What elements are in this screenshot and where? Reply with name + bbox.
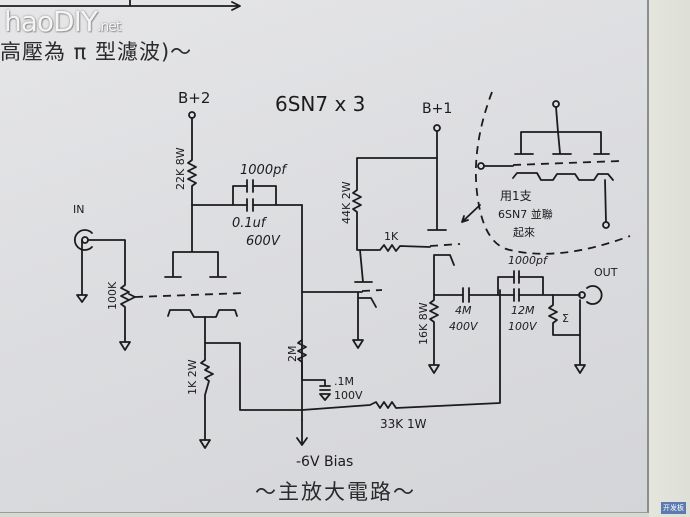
c-12m-label: 12M	[511, 304, 535, 317]
c-1000pf-label-a: 1000pf	[240, 163, 288, 178]
r-100k-pot-label: 100K	[106, 281, 119, 310]
parallel-tube-callout	[461, 91, 631, 255]
c-bias-volt-label: 100V	[334, 389, 363, 402]
r-16k-label: 16K 8W	[417, 302, 430, 345]
c-01uf-label: 0.1uf	[232, 216, 268, 231]
watermark-brand: haoDIY	[4, 5, 98, 38]
r-2m-label: 2M	[286, 346, 299, 363]
background-strip	[649, 0, 690, 517]
header-text: 高壓為 π 型濾波)～	[0, 40, 193, 64]
input-label: IN	[73, 203, 84, 216]
corner-watermark: 开发板	[661, 502, 686, 514]
c-01uf-volt-label: 600V	[246, 234, 281, 249]
coupling-caps-1	[191, 179, 303, 421]
bias-network	[296, 289, 501, 446]
c-4m-volt-label: 400V	[449, 320, 479, 333]
parallel-note-line3: 起來	[513, 226, 535, 239]
c-1000pf-label-b: 1000pf	[508, 254, 549, 267]
r-22k-label: 22K 8W	[174, 147, 187, 190]
tube-1	[134, 204, 303, 449]
output-label[interactable]: OUT	[594, 266, 618, 279]
c-12m-volt-label: 100V	[508, 320, 538, 333]
c-bias-label: .1M	[334, 375, 354, 388]
paper-sheet	[0, 0, 649, 513]
b-plus-2-terminal	[187, 111, 197, 206]
r-33k-label: 33K 1W	[380, 417, 427, 431]
watermark-suffix: .net	[96, 19, 121, 35]
tube-2	[301, 249, 383, 349]
parallel-note-line2: 6SN7 並聯	[498, 207, 553, 221]
tube-note: 6SN7 x 3	[275, 92, 365, 116]
top-remnant-wires	[0, 0, 241, 11]
r-1k-cathode-label: 1K 2W	[186, 359, 199, 395]
parallel-note-line1: 用1支	[500, 189, 532, 203]
watermark-logo: haoDIY.net	[4, 5, 121, 41]
c-4m-label: 4M	[455, 304, 472, 317]
r-1k-grid-label: 1K	[384, 230, 399, 243]
r-out-label: Σ	[562, 312, 569, 325]
b-plus-1-terminal	[352, 124, 461, 252]
b-plus-2-label: B+2	[178, 89, 210, 107]
b-plus-1-label: B+1	[422, 101, 452, 117]
bias-label: -6V Bias	[296, 454, 353, 470]
r-44k-label: 44K 2W	[340, 181, 353, 224]
input-jack[interactable]	[73, 229, 136, 351]
tube-3-output-stage	[428, 254, 603, 374]
footer-title: ～主放大電路～	[255, 480, 416, 504]
